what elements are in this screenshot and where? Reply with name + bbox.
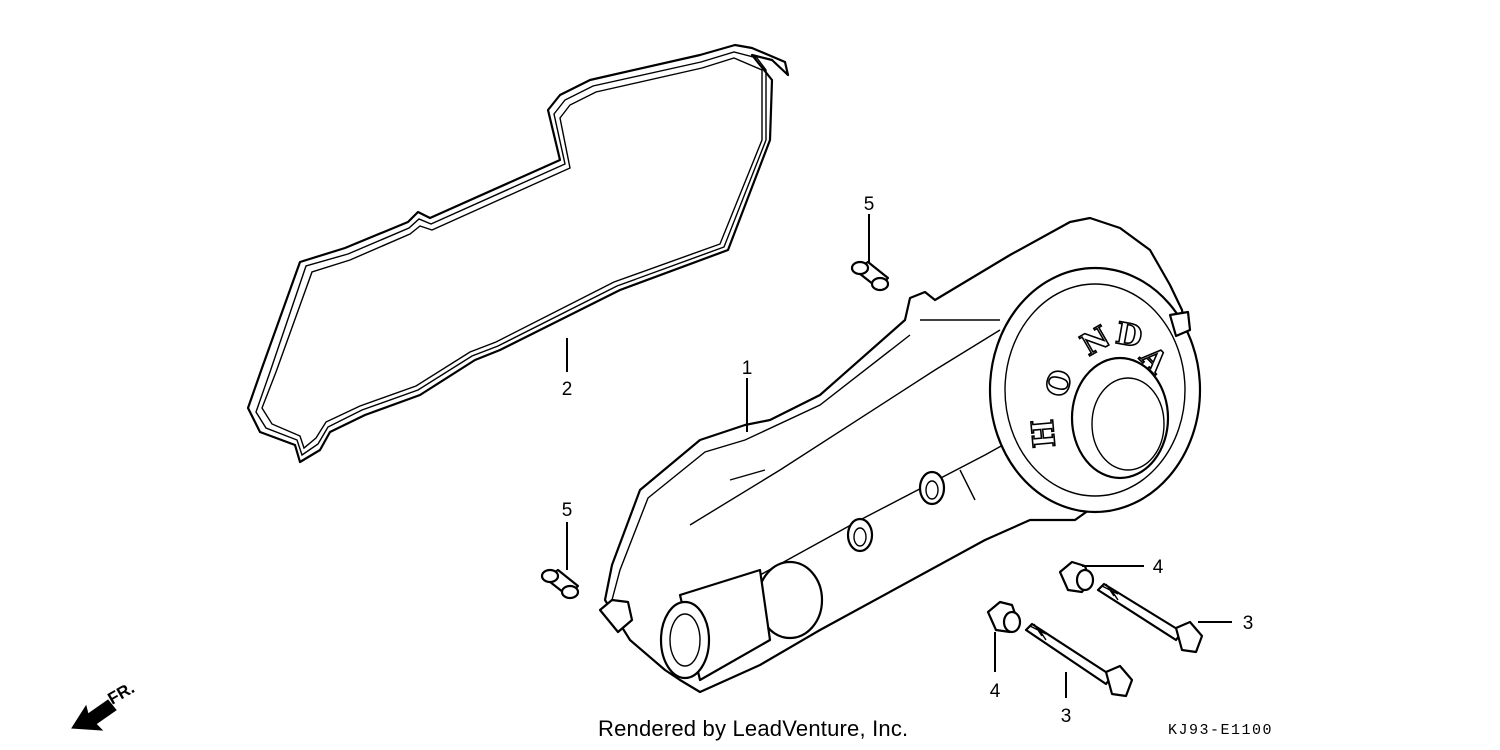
render-credit: Rendered by LeadVenture, Inc.: [598, 716, 909, 741]
callout-dowel-upper: 5: [864, 194, 875, 215]
dowel-pin-lower[interactable]: [540, 568, 580, 600]
bolt-upper[interactable]: [1096, 582, 1204, 654]
grommet-upper[interactable]: [1058, 560, 1095, 594]
bolt-lower[interactable]: [1024, 622, 1134, 698]
diagram-code: KJ93-E1100: [1168, 722, 1274, 739]
callout-dowel-lower: 5: [562, 500, 573, 521]
gasket-part[interactable]: [246, 43, 790, 464]
callout-grommet-lower: 4: [990, 681, 1001, 702]
cover-part[interactable]: [598, 216, 1202, 694]
front-direction-indicator: FR.: [71, 678, 138, 731]
logo-letter-h: H: [1026, 418, 1063, 449]
callout-cover: 1: [742, 358, 753, 379]
callout-gasket: 2: [562, 379, 573, 400]
leader-lines: [566, 214, 1232, 698]
callout-bolt-lower: 3: [1061, 706, 1072, 727]
front-arrow-icon: [71, 699, 117, 731]
dowel-pin-upper[interactable]: [850, 260, 890, 292]
grommet-lower[interactable]: [986, 600, 1022, 634]
callout-bolt-upper: 3: [1243, 613, 1254, 634]
callout-grommet-upper: 4: [1153, 557, 1164, 578]
logo-letter-d: D: [1113, 316, 1145, 355]
